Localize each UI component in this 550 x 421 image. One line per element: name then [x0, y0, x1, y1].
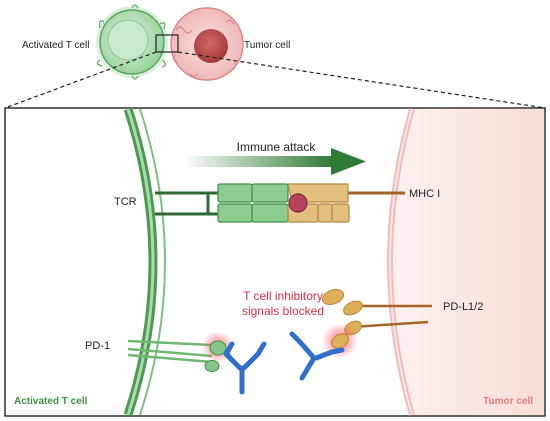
t-cell-icon: [96, 4, 168, 80]
activated-t-cell-top-label: Activated T cell: [22, 40, 89, 51]
zoom-box: [155, 34, 179, 53]
tumor-cell-icon: [170, 7, 244, 81]
tcr-icon: [155, 183, 289, 223]
immune-attack-label: Immune attack: [237, 140, 317, 154]
inhibitory-label-line2: signals blocked: [242, 304, 324, 318]
pd1-label: PD-1: [85, 340, 110, 352]
tumor-cell-bottom-label: Tumor cell: [483, 396, 533, 407]
zoom-panel: [4, 107, 546, 417]
pdl-label: PD-L1/2: [443, 301, 483, 313]
zoom-line-left: [4, 51, 157, 109]
tcr-label: TCR: [114, 196, 137, 208]
mhc-icon: [287, 183, 405, 223]
activated-t-cell-bottom-label: Activated T cell: [14, 396, 88, 407]
antibody-icon: [289, 331, 345, 381]
inhibitory-label-line1: T cell inhibitory: [243, 289, 323, 303]
antibody-icon: [223, 341, 267, 395]
zoom-line-right: [177, 51, 546, 109]
immune-attack-arrow: [183, 148, 366, 175]
tumor-cell-top-label: Tumor cell: [244, 40, 290, 51]
mhc-label: MHC I: [409, 188, 440, 200]
